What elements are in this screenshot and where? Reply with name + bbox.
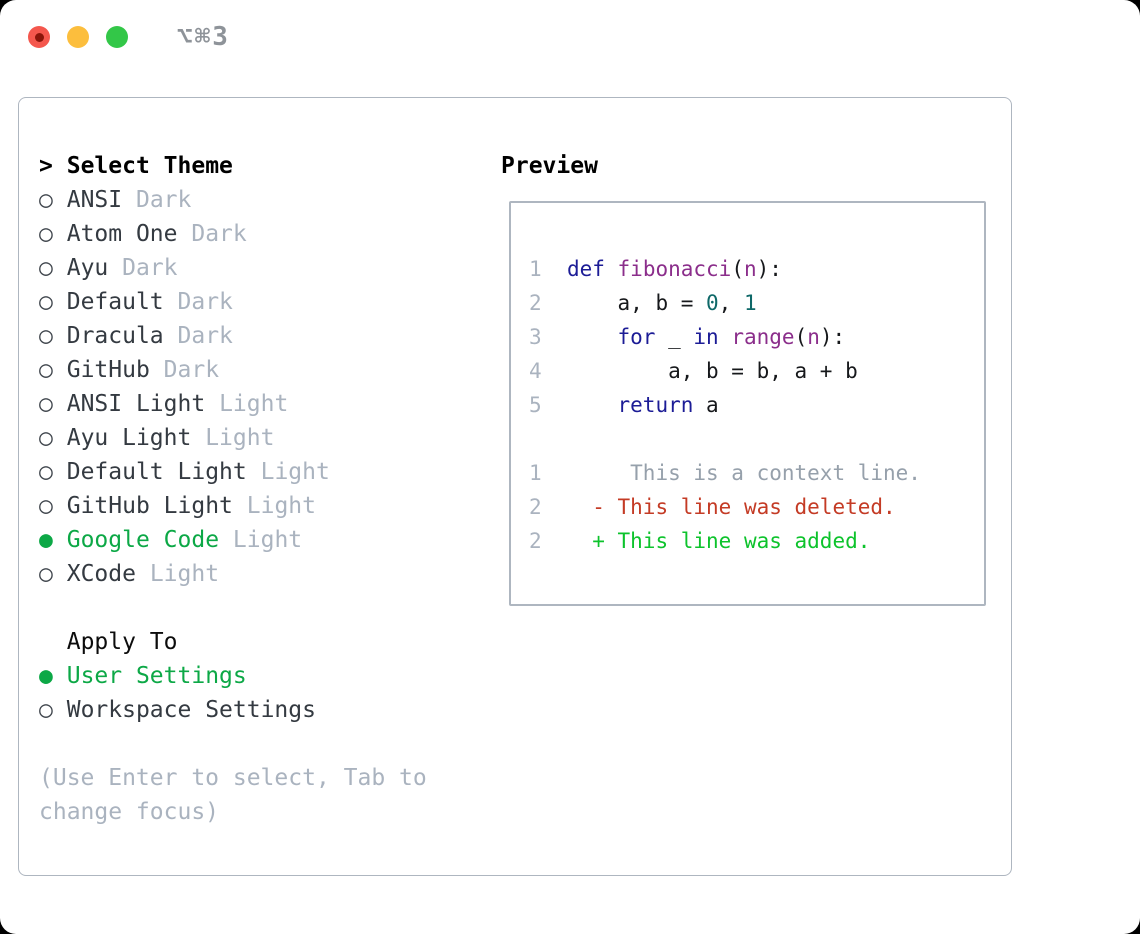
theme-name: Google Code xyxy=(66,527,220,553)
line-number: 2 xyxy=(529,291,567,315)
code-line: 2 + This line was added. xyxy=(529,529,871,553)
spacer xyxy=(39,591,489,625)
help-text-line-1: (Use Enter to select, Tab to xyxy=(39,765,427,791)
spacer xyxy=(39,727,489,761)
select-theme-header: > Select Theme xyxy=(39,149,489,183)
preview-box: 1 def fibonacci(n): 2 a, b = 0, 1 3 for … xyxy=(509,201,986,606)
theme-option-atom-one[interactable]: ○ Atom One Dark xyxy=(39,217,489,251)
radio-icon: ○ xyxy=(39,459,53,485)
preview-header: Preview xyxy=(501,149,598,183)
preview-title: Preview xyxy=(501,153,598,179)
theme-name: ANSI xyxy=(66,187,123,213)
theme-selector-column: > Select Theme ○ ANSI Dark○ Atom One Dar… xyxy=(39,149,489,829)
radio-icon: ○ xyxy=(39,561,53,587)
radio-selected-icon: ● xyxy=(39,663,53,689)
select-theme-title: Select Theme xyxy=(66,153,233,179)
theme-variant: Dark xyxy=(163,357,220,383)
theme-option-ayu-light[interactable]: ○ Ayu Light Light xyxy=(39,421,489,455)
close-button[interactable] xyxy=(28,26,50,48)
theme-variant: Light xyxy=(232,527,303,553)
theme-name: Atom One xyxy=(66,221,178,247)
theme-name: Ayu Light xyxy=(66,425,192,451)
theme-option-ansi-light[interactable]: ○ ANSI Light Light xyxy=(39,387,489,421)
theme-variant: Dark xyxy=(191,221,247,247)
code-line: 1 This is a context line. xyxy=(529,461,921,485)
theme-name: Default xyxy=(66,289,164,315)
theme-variant: Light xyxy=(260,459,330,485)
theme-name: Dracula xyxy=(66,323,164,349)
radio-icon: ○ xyxy=(39,323,53,349)
cursor-prefix: > xyxy=(39,153,53,179)
line-number: 4 xyxy=(529,359,567,383)
line-number: 1 xyxy=(529,461,567,485)
code-line: 3 for _ in range(n): xyxy=(529,325,846,349)
window-titlebar: ⌥⌘3 xyxy=(0,0,1140,74)
radio-icon: ○ xyxy=(39,425,53,451)
theme-name: Ayu xyxy=(66,255,109,281)
line-number: 5 xyxy=(529,393,567,417)
apply-to-title: Apply To xyxy=(66,629,178,655)
apply-option-workspace-settings[interactable]: ○ Workspace Settings xyxy=(39,693,489,727)
theme-option-ansi[interactable]: ○ ANSI Dark xyxy=(39,183,489,217)
code-line: 2 - This line was deleted. xyxy=(529,495,896,519)
close-dot-icon xyxy=(34,32,44,42)
apply-to-options-list: ● User Settings○ Workspace Settings xyxy=(39,659,489,727)
line-number: 1 xyxy=(529,257,567,281)
theme-variant: Dark xyxy=(177,323,233,349)
apply-option-user-settings[interactable]: ● User Settings xyxy=(39,659,489,693)
theme-name: Default Light xyxy=(66,459,247,485)
theme-variant: Dark xyxy=(177,289,233,315)
theme-name: ANSI Light xyxy=(66,391,206,417)
preview-column: Preview xyxy=(501,149,598,183)
theme-option-default-light[interactable]: ○ Default Light Light xyxy=(39,455,489,489)
theme-name: GitHub Light xyxy=(66,493,233,519)
radio-icon: ○ xyxy=(39,391,53,417)
radio-icon: ○ xyxy=(39,357,53,383)
apply-option-name: Workspace Settings xyxy=(66,697,316,723)
code-line: 4 a, b = b, a + b xyxy=(529,359,858,383)
code-preview: 1 def fibonacci(n): 2 a, b = 0, 1 3 for … xyxy=(511,203,984,558)
code-line: 5 return a xyxy=(529,393,719,417)
theme-name: GitHub xyxy=(66,357,150,383)
zoom-button[interactable] xyxy=(106,26,128,48)
theme-option-default[interactable]: ○ Default Dark xyxy=(39,285,489,319)
code-line: 2 a, b = 0, 1 xyxy=(529,291,757,315)
help-text-line-2: change focus) xyxy=(39,799,220,825)
code-line: 1 def fibonacci(n): xyxy=(529,257,782,281)
line-number: 2 xyxy=(529,495,567,519)
radio-selected-icon: ● xyxy=(39,527,53,553)
theme-option-xcode[interactable]: ○ XCode Light xyxy=(39,557,489,591)
apply-to-header: Apply To xyxy=(39,625,489,659)
radio-icon: ○ xyxy=(39,221,53,247)
radio-icon: ○ xyxy=(39,697,53,723)
radio-icon: ○ xyxy=(39,255,53,281)
theme-variant: Light xyxy=(205,425,275,451)
radio-icon: ○ xyxy=(39,493,53,519)
radio-icon: ○ xyxy=(39,289,53,315)
theme-variant: Light xyxy=(246,493,316,519)
theme-variant: Light xyxy=(149,561,220,587)
theme-name: XCode xyxy=(66,561,136,587)
theme-option-github[interactable]: ○ GitHub Dark xyxy=(39,353,489,387)
theme-variant: Dark xyxy=(122,255,178,281)
line-number: 2 xyxy=(529,529,567,553)
theme-variant: Dark xyxy=(135,187,192,213)
minimize-button[interactable] xyxy=(67,26,89,48)
theme-option-ayu[interactable]: ○ Ayu Dark xyxy=(39,251,489,285)
theme-option-google-code[interactable]: ● Google Code Light xyxy=(39,523,489,557)
radio-icon: ○ xyxy=(39,187,53,213)
keyboard-shortcut-label: ⌥⌘3 xyxy=(177,22,230,52)
theme-picker-panel: > Select Theme ○ ANSI Dark○ Atom One Dar… xyxy=(18,97,1012,876)
theme-variant: Light xyxy=(219,391,289,417)
theme-options-list: ○ ANSI Dark○ Atom One Dark○ Ayu Dark○ De… xyxy=(39,183,489,591)
theme-option-github-light[interactable]: ○ GitHub Light Light xyxy=(39,489,489,523)
apply-option-name: User Settings xyxy=(66,663,247,689)
line-number: 3 xyxy=(529,325,567,349)
theme-option-dracula[interactable]: ○ Dracula Dark xyxy=(39,319,489,353)
